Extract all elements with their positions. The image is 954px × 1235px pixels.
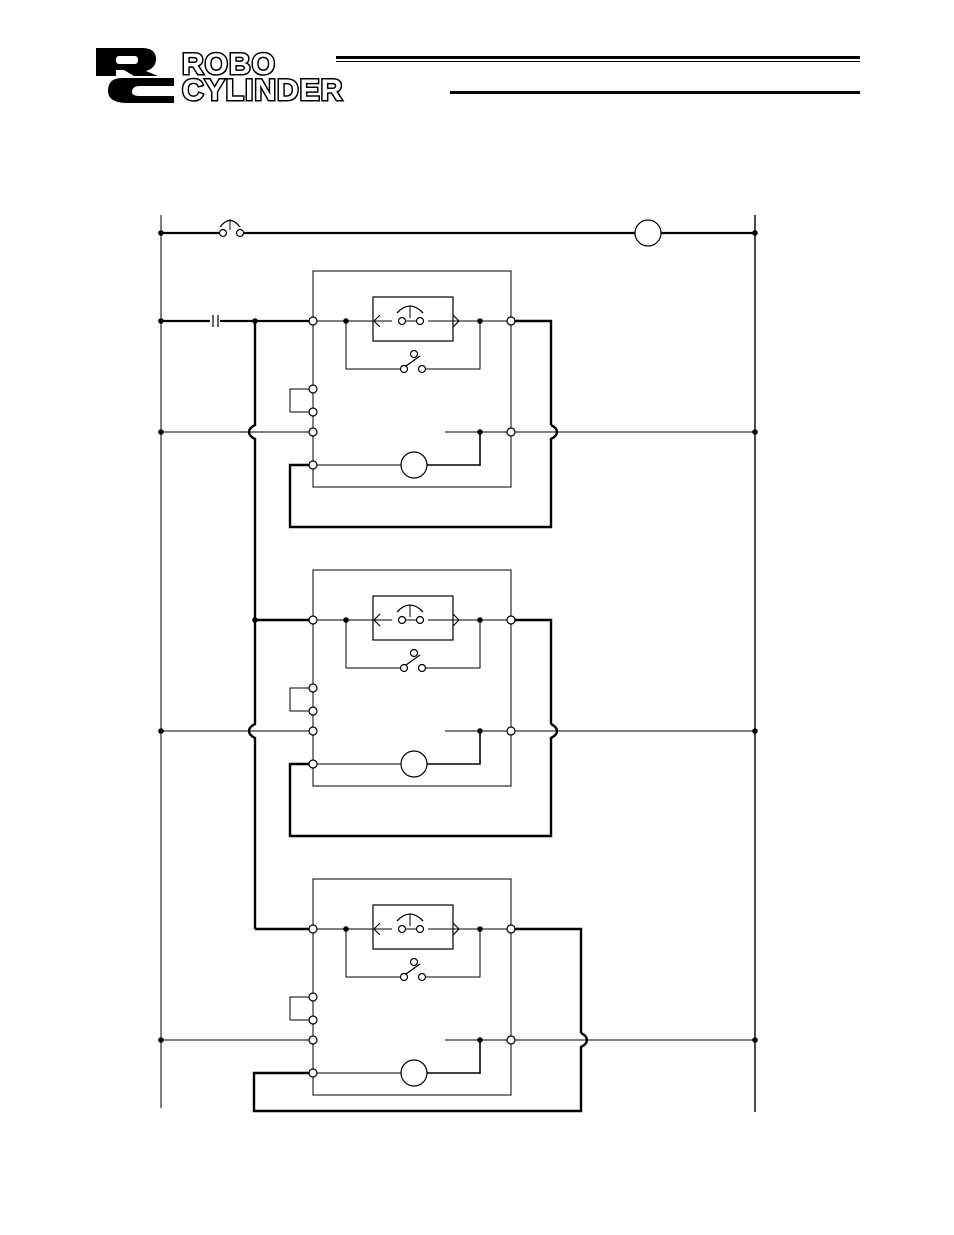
controller-stage-1	[158, 271, 758, 527]
controller-stage-2	[158, 570, 758, 836]
controller-stage-3	[158, 879, 758, 1111]
top-coil	[635, 220, 661, 246]
